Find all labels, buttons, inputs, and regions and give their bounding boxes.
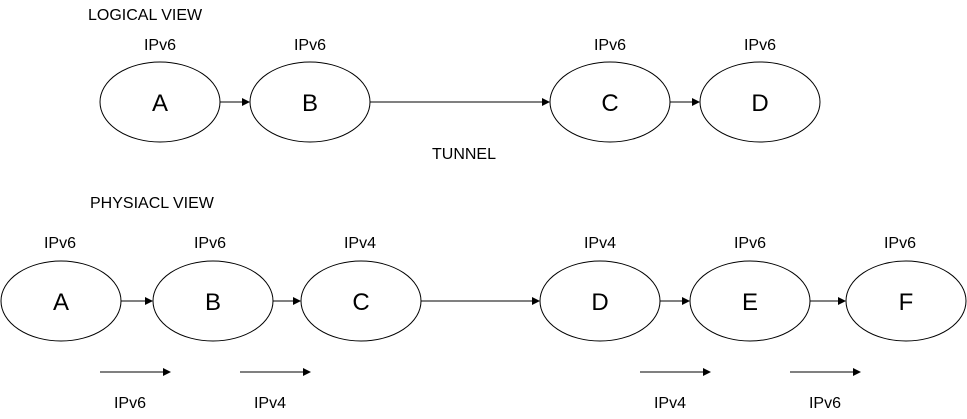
physical-node-a-label: A xyxy=(53,289,69,316)
physical-node-f: F xyxy=(845,260,967,342)
physical-node-c-label: C xyxy=(352,289,369,316)
hop-label-e-f: IPv6 xyxy=(809,395,841,412)
physical-node-e: E xyxy=(689,260,811,342)
logical-node-b: B xyxy=(249,61,371,143)
physical-view-title: PHYSIACL VIEW xyxy=(90,195,215,212)
physical-node-e-protocol: IPv6 xyxy=(734,235,766,252)
physical-node-b: B xyxy=(152,260,274,342)
logical-node-c: C xyxy=(549,61,671,143)
logical-node-d-label: D xyxy=(751,90,768,117)
logical-view-title: LOGICAL VIEW xyxy=(88,7,203,24)
logical-node-d-protocol: IPv6 xyxy=(744,37,776,54)
physical-node-d-protocol: IPv4 xyxy=(584,235,616,252)
physical-node-d-label: D xyxy=(591,289,608,316)
physical-node-f-protocol: IPv6 xyxy=(884,235,916,252)
logical-node-a: A xyxy=(99,61,221,143)
logical-node-b-protocol: IPv6 xyxy=(294,37,326,54)
physical-node-f-label: F xyxy=(899,289,914,316)
hop-label-a-b: IPv6 xyxy=(114,395,146,412)
hop-label-b-c: IPv4 xyxy=(254,395,286,412)
physical-node-a: A xyxy=(0,260,122,342)
logical-node-d: D xyxy=(699,61,821,143)
physical-node-e-label: E xyxy=(742,289,758,316)
physical-node-b-label: B xyxy=(205,289,221,316)
physical-node-d: D xyxy=(539,260,661,342)
physical-node-a-protocol: IPv6 xyxy=(44,235,76,252)
physical-node-c: C xyxy=(300,260,422,342)
physical-node-c-protocol: IPv4 xyxy=(344,235,376,252)
hop-label-d-e: IPv4 xyxy=(654,395,686,412)
logical-node-a-protocol: IPv6 xyxy=(144,37,176,54)
logical-node-b-label: B xyxy=(302,90,318,117)
logical-node-c-label: C xyxy=(601,90,618,117)
logical-node-c-protocol: IPv6 xyxy=(594,37,626,54)
logical-node-a-label: A xyxy=(152,90,168,117)
tunnel-label: TUNNEL xyxy=(432,146,496,163)
physical-node-b-protocol: IPv6 xyxy=(194,235,226,252)
